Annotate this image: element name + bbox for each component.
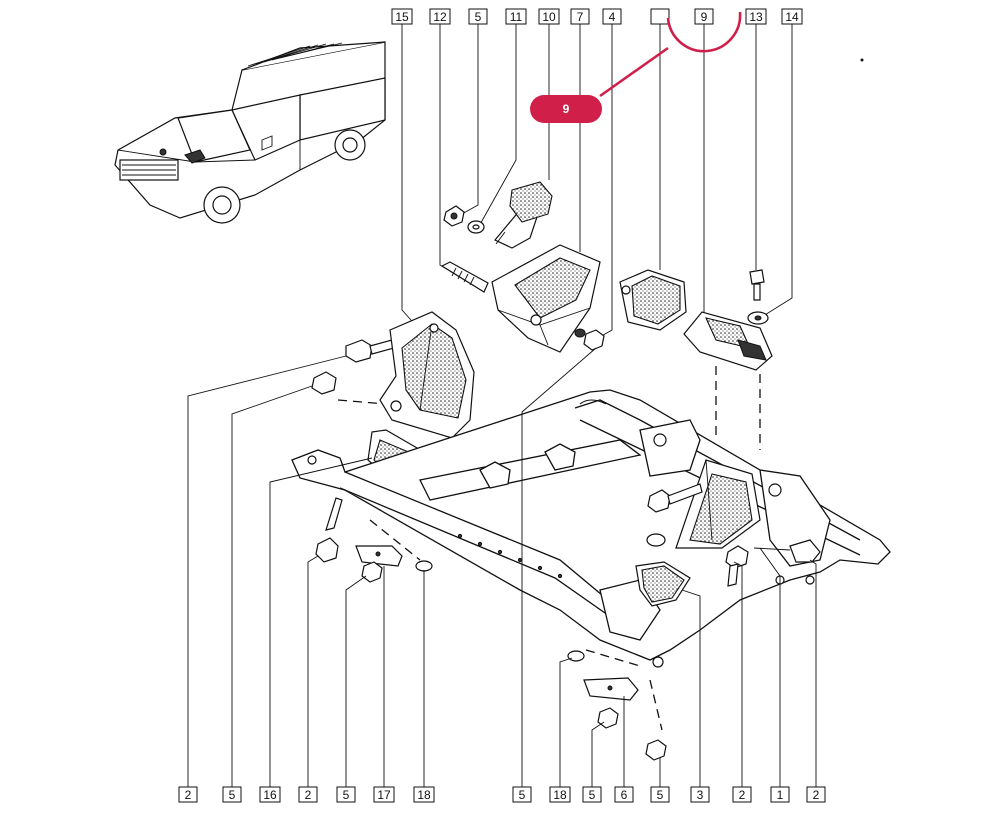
callout-box[interactable]: 16 bbox=[259, 786, 281, 803]
callout-box[interactable]: 14 bbox=[781, 8, 803, 25]
washer bbox=[567, 650, 585, 662]
van-illustration bbox=[114, 41, 386, 224]
callout-box[interactable]: 5 bbox=[512, 786, 532, 803]
speck bbox=[860, 58, 864, 62]
callout-label: 18 bbox=[417, 788, 431, 802]
bolt bbox=[749, 269, 765, 285]
callout-box[interactable]: 17 bbox=[373, 786, 395, 803]
callout-box[interactable]: 18 bbox=[549, 786, 571, 803]
lower-hardware bbox=[315, 497, 667, 761]
callout-label: 4 bbox=[609, 10, 616, 24]
callout-box[interactable]: 5 bbox=[336, 786, 356, 803]
callout-label: 6 bbox=[621, 788, 628, 802]
callout-label: 5 bbox=[589, 788, 596, 802]
callout-box[interactable]: 12 bbox=[429, 8, 451, 25]
callout-label: 12 bbox=[433, 10, 447, 24]
bolt bbox=[315, 537, 339, 563]
callout-box[interactable]: 15 bbox=[391, 8, 413, 25]
callout-box[interactable]: 18 bbox=[413, 786, 435, 803]
rubber-bush bbox=[641, 565, 685, 603]
callout-label: 5 bbox=[475, 10, 482, 24]
washer bbox=[415, 560, 433, 572]
callout-box[interactable]: 2 bbox=[298, 786, 318, 803]
callout-box[interactable]: 5 bbox=[582, 786, 602, 803]
bottom-callouts: 2 5 16 2 5 17 18 5 18 5 6 5 3 2 1 2 bbox=[178, 786, 826, 803]
highlight-marker: 9 bbox=[530, 11, 742, 123]
nut bbox=[645, 739, 667, 761]
callout-label: 11 bbox=[510, 10, 523, 24]
callout-label: 16 bbox=[263, 788, 277, 802]
callout-box[interactable]: 5 bbox=[222, 786, 242, 803]
washer bbox=[646, 533, 666, 547]
callout-label: 14 bbox=[785, 10, 799, 24]
callout-label: 10 bbox=[542, 10, 556, 24]
callout-label: 17 bbox=[377, 788, 391, 802]
callout-box[interactable]: 1 bbox=[770, 786, 790, 803]
callout-box[interactable]: 2 bbox=[732, 786, 752, 803]
callout-label: 2 bbox=[739, 788, 746, 802]
callout-box[interactable]: 5 bbox=[650, 786, 670, 803]
callout-label: 2 bbox=[305, 788, 312, 802]
bolt bbox=[725, 545, 749, 569]
highlight-label: 9 bbox=[563, 102, 570, 116]
callout-box[interactable]: 2 bbox=[178, 786, 198, 803]
bolt bbox=[789, 539, 821, 563]
callout-label: 7 bbox=[577, 10, 584, 24]
callout-box[interactable]: 7 bbox=[570, 8, 590, 25]
callout-label: 5 bbox=[519, 788, 526, 802]
callout-box[interactable]: 3 bbox=[690, 786, 710, 803]
callout-label: 5 bbox=[343, 788, 350, 802]
callout-box[interactable]: 11 bbox=[505, 8, 527, 25]
nut bbox=[583, 329, 605, 351]
callout-box[interactable]: 6 bbox=[614, 786, 634, 803]
callout-box[interactable] bbox=[650, 8, 670, 25]
highlight-pill[interactable] bbox=[530, 95, 602, 123]
callout-label: 9 bbox=[701, 10, 708, 24]
nut bbox=[361, 561, 383, 583]
nut bbox=[597, 707, 619, 729]
callout-box[interactable]: 13 bbox=[745, 8, 767, 25]
callout-label: 5 bbox=[229, 788, 236, 802]
callout-box[interactable]: 2 bbox=[806, 786, 826, 803]
callout-box[interactable]: 10 bbox=[538, 8, 560, 25]
callout-label: 18 bbox=[553, 788, 567, 802]
nut bbox=[311, 371, 337, 395]
top-leader-lines bbox=[401, 24, 793, 339]
right-mount-assembly bbox=[635, 459, 821, 607]
bolt bbox=[345, 339, 373, 363]
callout-label: 13 bbox=[749, 10, 763, 24]
bolt bbox=[647, 489, 671, 513]
callout-label: 2 bbox=[185, 788, 192, 802]
callout-box[interactable]: 5 bbox=[468, 8, 488, 25]
rubber-bush bbox=[631, 275, 681, 325]
callout-label: 5 bbox=[657, 788, 664, 802]
callout-label: 2 bbox=[813, 788, 820, 802]
callout-label: 15 bbox=[395, 10, 409, 24]
callout-label: 1 bbox=[777, 788, 784, 802]
callout-box[interactable]: 9 bbox=[694, 8, 714, 25]
callout-box[interactable]: 4 bbox=[602, 8, 622, 25]
callout-label: 3 bbox=[697, 788, 704, 802]
engine-mount-bracket bbox=[440, 181, 773, 450]
bolt bbox=[440, 261, 489, 293]
top-callouts: 15 12 5 11 10 7 4 9 13 14 bbox=[391, 8, 803, 25]
bottom-leader-lines bbox=[187, 347, 817, 787]
rubber-bush bbox=[509, 181, 553, 223]
